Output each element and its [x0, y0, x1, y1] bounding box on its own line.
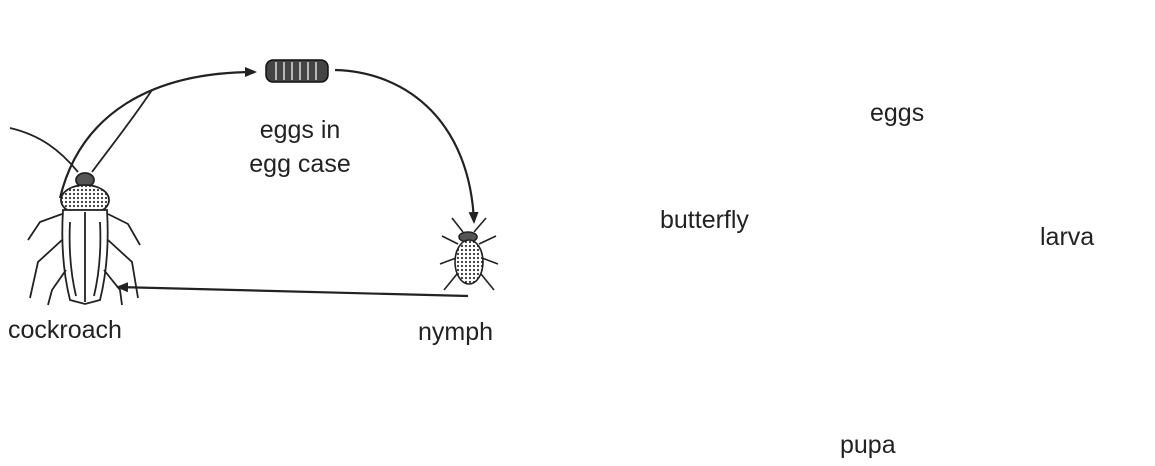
label-eggs-in-line: eggs in [225, 113, 375, 147]
label-pupa: pupa [840, 430, 896, 460]
arrow-nymph-to-cockroach [118, 287, 468, 296]
label-nymph: nymph [418, 317, 493, 347]
cockroach-cycle [10, 60, 498, 305]
label-eggs: eggs [870, 98, 924, 128]
label-eggs-in-egg-case: eggs in egg case [225, 113, 375, 181]
nymph-icon [440, 218, 498, 290]
egg-case-icon [266, 60, 328, 82]
label-egg-case-line: egg case [225, 147, 375, 181]
label-butterfly: butterfly [660, 205, 749, 235]
cockroach-icon [10, 90, 152, 305]
label-cockroach: cockroach [8, 315, 122, 345]
label-larva: larva [1040, 222, 1094, 252]
